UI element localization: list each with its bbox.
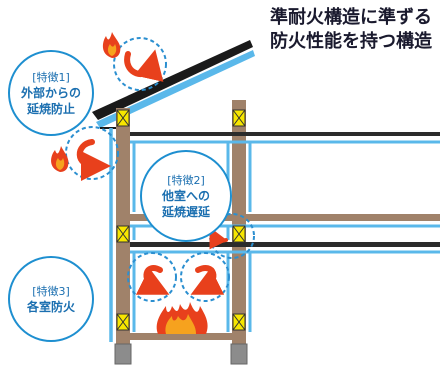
right-column [232, 100, 246, 348]
feature-1-line-2: 延焼防止 [26, 101, 75, 116]
bracket-left-top [116, 109, 130, 127]
feature-3-label: [特徴3] 各室防火 [8, 256, 94, 342]
ring-floor [209, 213, 255, 259]
ring-room-left [127, 252, 177, 302]
feature-3-line-1: 各室防火 [26, 299, 75, 314]
second-floor-beam [130, 214, 440, 221]
roof-insulation [96, 50, 255, 128]
ring-room-right [180, 252, 230, 302]
feature-1-line-1: 外部からの [20, 85, 81, 100]
arrow-room-left [135, 265, 170, 295]
flame-roof [102, 32, 121, 58]
callout-rings [65, 37, 255, 302]
feature-2-label: [特徴2] 他室への 延焼遅延 [140, 150, 232, 242]
title-line-1: 準耐火構造に準ずる [270, 7, 432, 28]
feature-1-tag: [特徴1] [32, 70, 70, 84]
arrow-wall [76, 139, 111, 181]
spread-arrows [76, 49, 228, 295]
bracket-right-bottom [232, 313, 246, 331]
arrow-floor [209, 227, 228, 250]
joint-brackets [116, 109, 246, 331]
bracket-left-bottom [116, 313, 130, 331]
feature-2-tag: [特徴2] [167, 173, 205, 187]
right-foundation [230, 343, 248, 365]
flame-wall [51, 146, 69, 172]
arrow-room-right [190, 265, 225, 295]
upper-dark-beam [130, 132, 440, 136]
ring-wall [65, 126, 119, 180]
roof-edge [92, 40, 253, 120]
feature-2-line-2: 延焼遅延 [161, 204, 210, 219]
arrow-roof [124, 49, 164, 82]
feature-3-tag: [特徴3] [32, 284, 70, 298]
left-foundation [114, 343, 132, 365]
bracket-right-mid [232, 225, 246, 243]
bracket-left-mid [116, 225, 130, 243]
flame-ground [156, 302, 208, 334]
ring-roof [113, 37, 167, 91]
bracket-right-top [232, 109, 246, 127]
floor-structure [130, 132, 440, 340]
first-ceiling-dark-beam [130, 242, 440, 247]
feature-2-line-1: 他室への [161, 188, 210, 203]
ground-floor-beam [130, 333, 242, 340]
title-line-2: 防火性能を持つ構造 [270, 31, 432, 52]
feature-1-label: [特徴1] 外部からの 延焼防止 [8, 50, 94, 136]
